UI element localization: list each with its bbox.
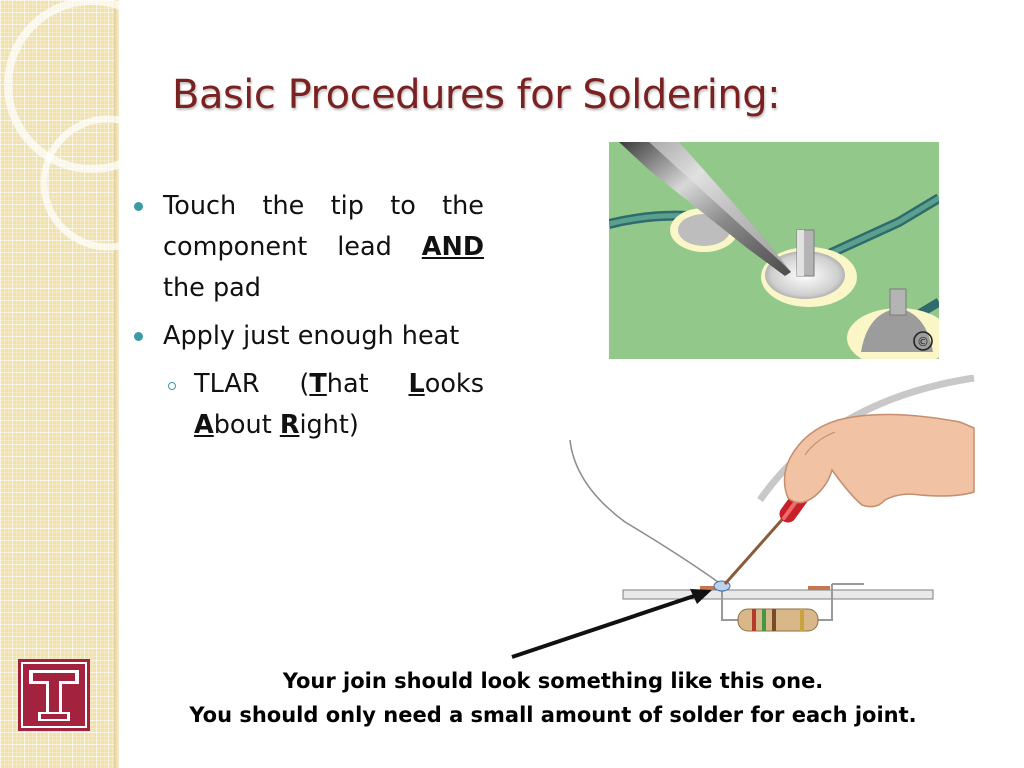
sidebar-edge: [114, 0, 119, 768]
tlar-prefix: TLAR (: [194, 369, 310, 399]
tlar-letter-a: A: [194, 410, 214, 440]
caption: Your join should look something like thi…: [130, 664, 976, 732]
decorative-rings: [4, 0, 170, 251]
soldering-photo: ©: [609, 142, 939, 359]
copyright-mark: ©: [917, 335, 929, 349]
tlar-word-looks: ooks: [424, 369, 484, 399]
tlar-letter-t: T: [309, 369, 327, 399]
slide-title: Basic Procedures for Soldering:: [172, 72, 781, 118]
bullet-touch-tip: Touch the tip to the component lead AND …: [130, 186, 484, 309]
caption-line-2: You should only need a small amount of s…: [189, 703, 917, 727]
temple-t-logo-icon: [18, 659, 90, 731]
bullet-text: Touch the tip to the component lead: [163, 191, 484, 262]
sub-bullet-tlar: TLAR (That Looks About Right): [130, 364, 484, 446]
tlar-word-right: ight): [299, 410, 359, 440]
bullet-text: Apply just enough heat: [163, 321, 460, 351]
bullet-apply-heat: Apply just enough heat: [130, 316, 484, 357]
bullet-dot-icon: [134, 202, 143, 211]
bullet-dot-icon: [134, 332, 143, 341]
sub-bullet-ring-icon: [168, 382, 176, 390]
tlar-letter-r: R: [279, 410, 300, 440]
caption-line-1: Your join should look something like thi…: [282, 669, 824, 693]
bullet-text-tail: the pad: [163, 273, 261, 303]
bullet-emphasis: AND: [421, 232, 484, 262]
tlar-word-that: hat: [326, 369, 409, 399]
bullet-list: Touch the tip to the component lead AND …: [130, 186, 484, 446]
tlar-word-about: bout: [213, 410, 280, 440]
tlar-letter-l: L: [408, 369, 425, 399]
